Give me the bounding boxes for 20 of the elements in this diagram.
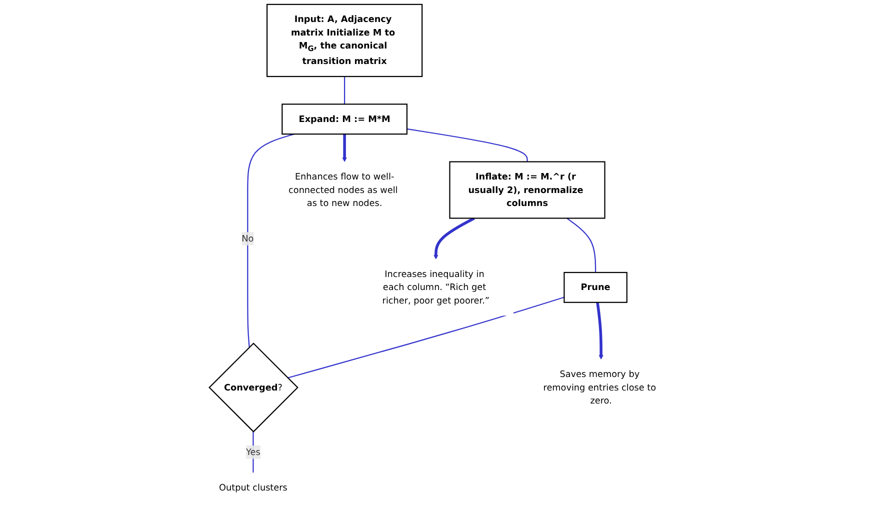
- node-box: Inflate: M := M.^r (r usually 2), renormalize columns: [449, 161, 606, 219]
- node-box: Prune: [564, 272, 628, 303]
- node-diamond: Converged?: [208, 342, 298, 432]
- node-text: Increases inequality in each column. “Rich get richer, poor get poorer.”: [382, 268, 490, 306]
- connector: [344, 76, 346, 104]
- connector: [566, 218, 596, 272]
- node-text: Enhances flow to well-connected nodes as well as to new nodes.: [288, 171, 398, 208]
- arrow: [342, 134, 347, 162]
- edge-label: Yes: [246, 446, 260, 458]
- connector: [247, 134, 294, 348]
- connector: [406, 128, 528, 162]
- node-box: Expand: M := M*M: [282, 104, 408, 135]
- edge-label: No: [242, 233, 254, 244]
- node-box: Input: A, Adjacency matrix Initialize M to M$_{G}$, the canonical transition matrix: [266, 4, 423, 78]
- connector: [252, 432, 254, 473]
- arrow: [433, 217, 475, 260]
- node-text: Output clusters: [219, 482, 288, 493]
- node-text: Saves memory by removing entries close to zero.: [543, 368, 656, 406]
- arrow: [596, 302, 604, 360]
- connector: [288, 296, 564, 378]
